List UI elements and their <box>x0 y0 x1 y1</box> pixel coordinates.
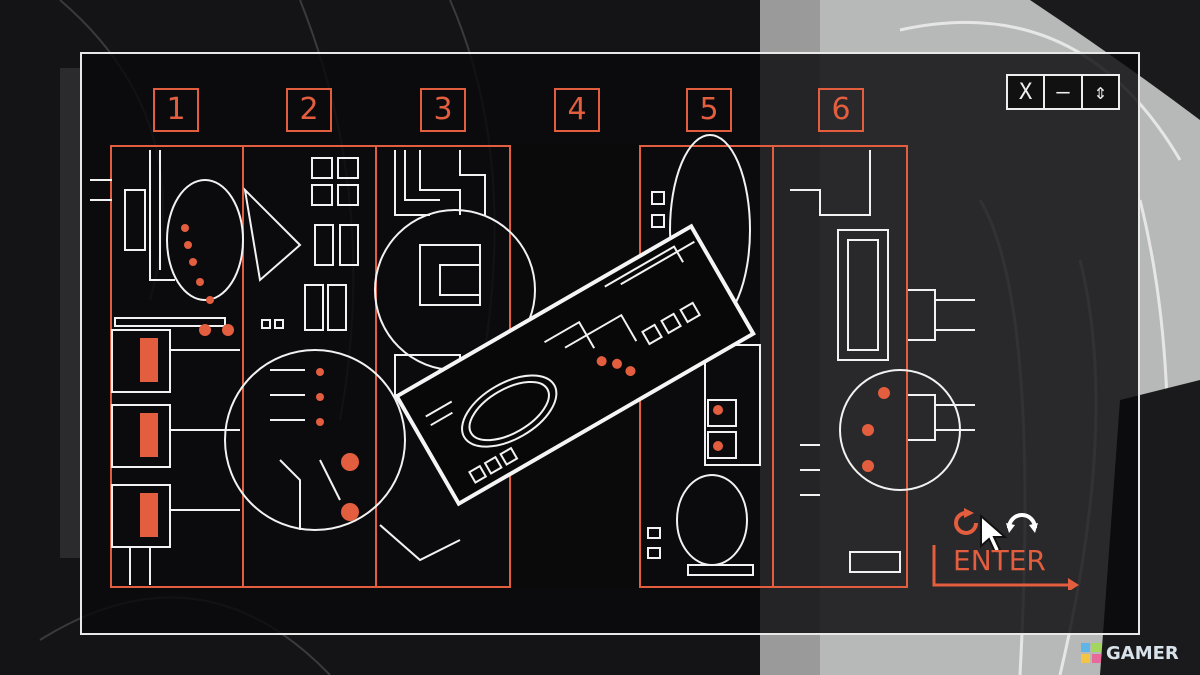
slot-label-1[interactable]: 1 <box>153 88 199 132</box>
watermark-text: GAMER <box>1106 642 1179 664</box>
puzzle-column-1[interactable] <box>110 145 244 588</box>
rotate-ccw-icon[interactable] <box>950 506 984 540</box>
close-button[interactable]: X <box>1008 76 1046 108</box>
puzzle-column-6[interactable] <box>774 145 908 588</box>
puzzle-column-4-empty[interactable] <box>511 145 641 588</box>
slot-label-3[interactable]: 3 <box>420 88 466 132</box>
puzzle-column-5[interactable] <box>641 145 774 588</box>
gamer-watermark: GAMER <box>1080 642 1179 664</box>
enter-arrow-icon <box>932 545 1079 590</box>
puzzle-column-3[interactable] <box>377 145 511 588</box>
slot-label-5[interactable]: 5 <box>686 88 732 132</box>
cursor-icon <box>980 514 1008 554</box>
window-controls: X – ⇕ <box>1006 74 1120 110</box>
rotate-cw-icon[interactable] <box>1005 503 1039 537</box>
gamer-logo-icon <box>1081 643 1101 663</box>
slot-label-6[interactable]: 6 <box>818 88 864 132</box>
slot-label-2[interactable]: 2 <box>286 88 332 132</box>
minimize-button[interactable]: – <box>1045 76 1083 108</box>
slot-label-4[interactable]: 4 <box>554 88 600 132</box>
puzzle-column-2[interactable] <box>244 145 377 588</box>
scroll-button[interactable]: ⇕ <box>1093 79 1107 105</box>
enter-button[interactable]: ENTER <box>953 544 1046 577</box>
